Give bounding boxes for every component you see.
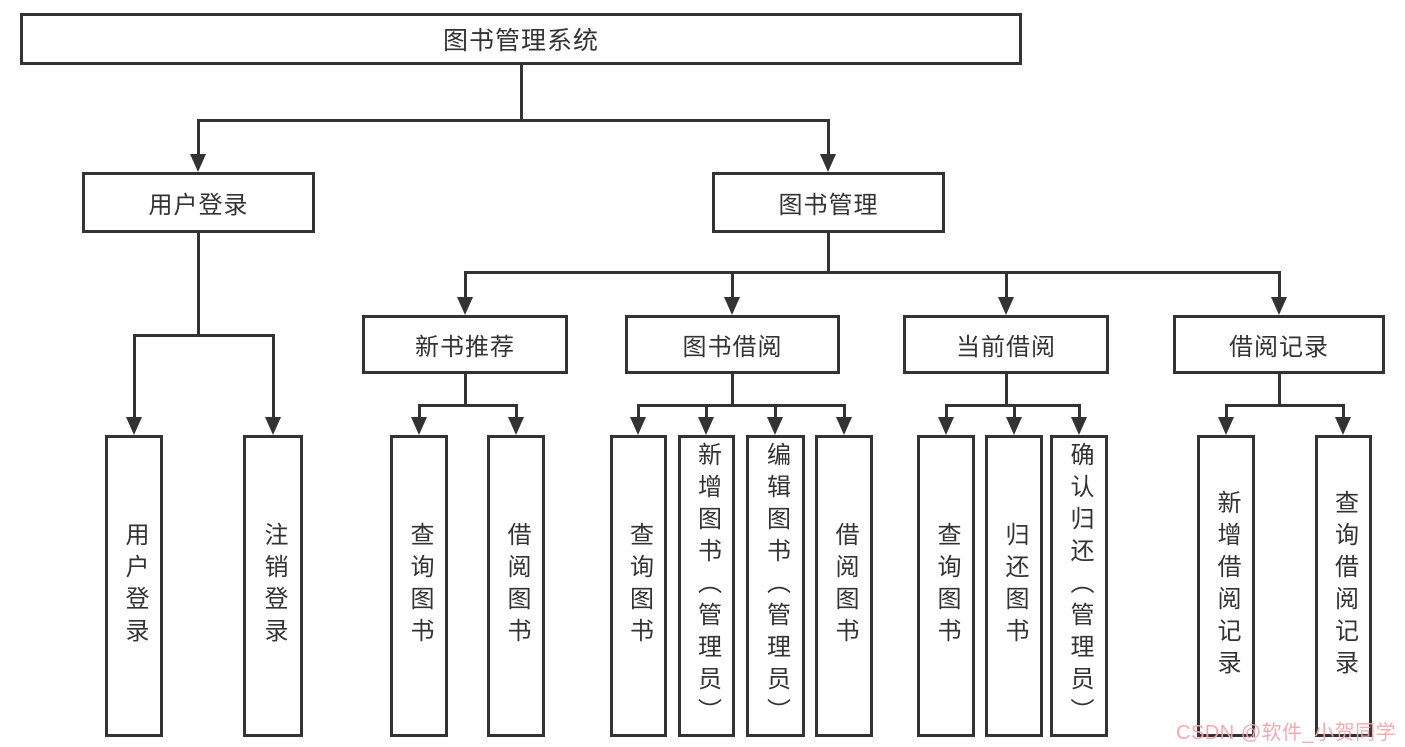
leaf-query-books-recommend: 查询图书 <box>390 435 448 737</box>
leaf-confirm-return-admin: 确认归还（管理员） <box>1050 435 1108 737</box>
connector-line <box>418 404 421 420</box>
arrow-down-icon <box>1071 417 1087 435</box>
arrow-down-icon <box>820 154 836 172</box>
connector-line <box>272 334 275 420</box>
arrow-down-icon <box>265 417 281 435</box>
arrow-down-icon <box>938 417 954 435</box>
leaf-query-borrow-record: 查询借阅记录 <box>1315 435 1372 737</box>
node-book-management: 图书管理 <box>712 172 945 233</box>
leaf-return-books: 归还图书 <box>985 435 1043 737</box>
arrow-down-icon <box>724 297 740 315</box>
connector-line <box>1078 404 1081 420</box>
connector-line <box>133 334 136 420</box>
arrow-down-icon <box>1335 417 1351 435</box>
connector-line <box>1225 404 1345 407</box>
arrow-down-icon <box>411 417 427 435</box>
csdn-watermark: CSDN @软件_小贺同学 <box>1176 722 1397 744</box>
arrow-down-icon <box>190 154 206 172</box>
connector-line <box>731 373 734 407</box>
leaf-logout: 注销登录 <box>243 435 303 737</box>
connector-line <box>197 119 200 157</box>
connector-line <box>464 271 467 301</box>
arrow-down-icon <box>630 417 646 435</box>
arrow-down-icon <box>1271 297 1287 315</box>
leaf-borrow-books: 借阅图书 <box>815 435 873 737</box>
leaf-add-borrow-record: 新增借阅记录 <box>1197 435 1255 737</box>
connector-line <box>1225 404 1228 420</box>
arrow-down-icon <box>767 417 783 435</box>
arrow-down-icon <box>998 297 1014 315</box>
connector-line <box>520 65 523 121</box>
connector-line <box>827 119 830 157</box>
connector-line <box>637 404 846 407</box>
leaf-borrow-books-recommend: 借阅图书 <box>487 435 545 737</box>
node-new-book-recommendation: 新书推荐 <box>362 315 568 374</box>
connector-line <box>1278 373 1281 407</box>
arrow-down-icon <box>1006 417 1022 435</box>
node-user-login: 用户登录 <box>82 172 315 233</box>
connector-line <box>827 232 830 274</box>
connector-line <box>774 404 777 420</box>
connector-line <box>1005 271 1008 301</box>
connector-line <box>464 271 1281 274</box>
connector-line <box>197 232 200 337</box>
connector-line <box>515 404 518 420</box>
connector-line <box>843 404 846 420</box>
connector-line <box>705 404 708 420</box>
node-book-borrowing: 图书借阅 <box>625 315 840 374</box>
connector-line <box>418 404 518 407</box>
connector-line <box>464 373 467 407</box>
connector-line <box>1013 404 1016 420</box>
arrow-down-icon <box>698 417 714 435</box>
arrow-down-icon <box>457 297 473 315</box>
node-library-management-system: 图书管理系统 <box>20 13 1022 65</box>
connector-line <box>637 404 640 420</box>
connector-line <box>133 334 275 337</box>
connector-line <box>945 404 948 420</box>
leaf-edit-books-admin: 编辑图书（管理员） <box>746 435 805 737</box>
connector-line <box>197 119 830 122</box>
leaf-add-books-admin: 新增图书（管理员） <box>678 435 735 737</box>
arrow-down-icon <box>126 417 142 435</box>
arrow-down-icon <box>1218 417 1234 435</box>
leaf-user-login: 用户登录 <box>105 435 163 737</box>
connector-line <box>1005 373 1008 407</box>
connector-line <box>1278 271 1281 301</box>
node-current-borrowing: 当前借阅 <box>903 315 1109 374</box>
leaf-query-books-borrow: 查询图书 <box>610 435 667 737</box>
arrow-down-icon <box>836 417 852 435</box>
connector-line <box>1342 404 1345 420</box>
leaf-query-books-current: 查询图书 <box>917 435 975 737</box>
node-borrowing-records: 借阅记录 <box>1173 315 1385 374</box>
arrow-down-icon <box>508 417 524 435</box>
connector-line <box>731 271 734 301</box>
